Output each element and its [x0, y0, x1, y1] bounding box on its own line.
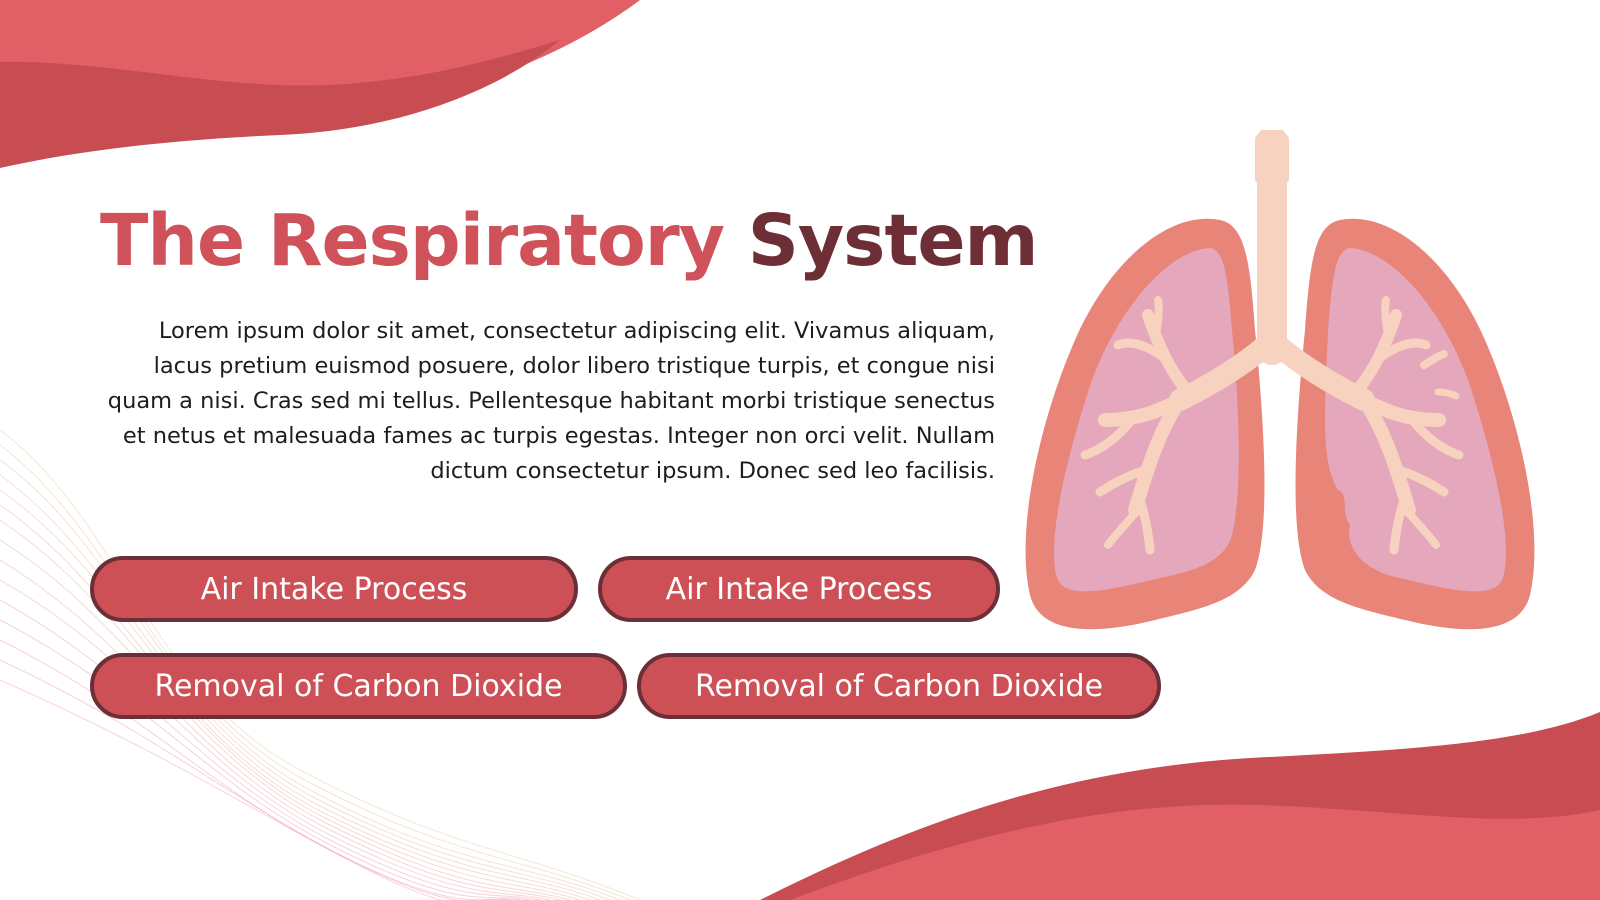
page-title: The Respiratory System — [100, 196, 1039, 286]
lungs-icon — [1025, 130, 1535, 630]
title-part-1: The Respiratory — [100, 199, 725, 282]
body-paragraph: Lorem ipsum dolor sit amet, consectetur … — [107, 318, 995, 484]
air-intake-button-1[interactable]: Air Intake Process — [90, 556, 578, 622]
top-wave-dark — [0, 40, 560, 168]
title-part-2: System — [747, 199, 1039, 282]
carbon-dioxide-button-1[interactable]: Removal of Carbon Dioxide — [90, 653, 627, 719]
trachea — [1255, 134, 1289, 184]
bottom-wave-light — [790, 804, 1600, 900]
carbon-dioxide-button-2[interactable]: Removal of Carbon Dioxide — [637, 653, 1161, 719]
air-intake-button-2[interactable]: Air Intake Process — [598, 556, 1000, 622]
airway-tree — [1080, 130, 1464, 555]
